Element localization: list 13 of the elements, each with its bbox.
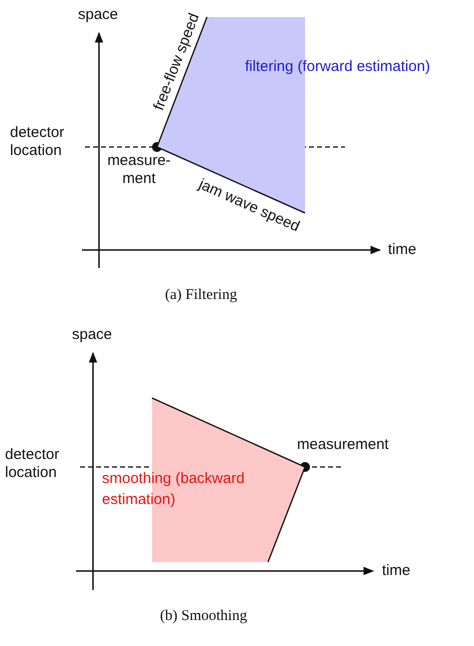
caption: (b) Smoothing	[160, 607, 248, 625]
axis-label: space	[78, 6, 118, 24]
axis-label: measurement	[297, 436, 389, 454]
axis-label: time	[388, 241, 416, 259]
axis-label: detector location	[10, 124, 66, 160]
axis-label: time	[382, 562, 410, 580]
line-label: jam wave speed	[196, 176, 302, 236]
axis-label: detector location	[5, 446, 60, 482]
axis-label: measure- ment	[106, 152, 172, 188]
caption: (a) Filtering	[165, 286, 238, 304]
region-label: filtering (forward estimation)	[245, 57, 432, 77]
region-label: smoothing (backward estimation)	[102, 469, 246, 510]
axis-label: space	[72, 326, 112, 344]
